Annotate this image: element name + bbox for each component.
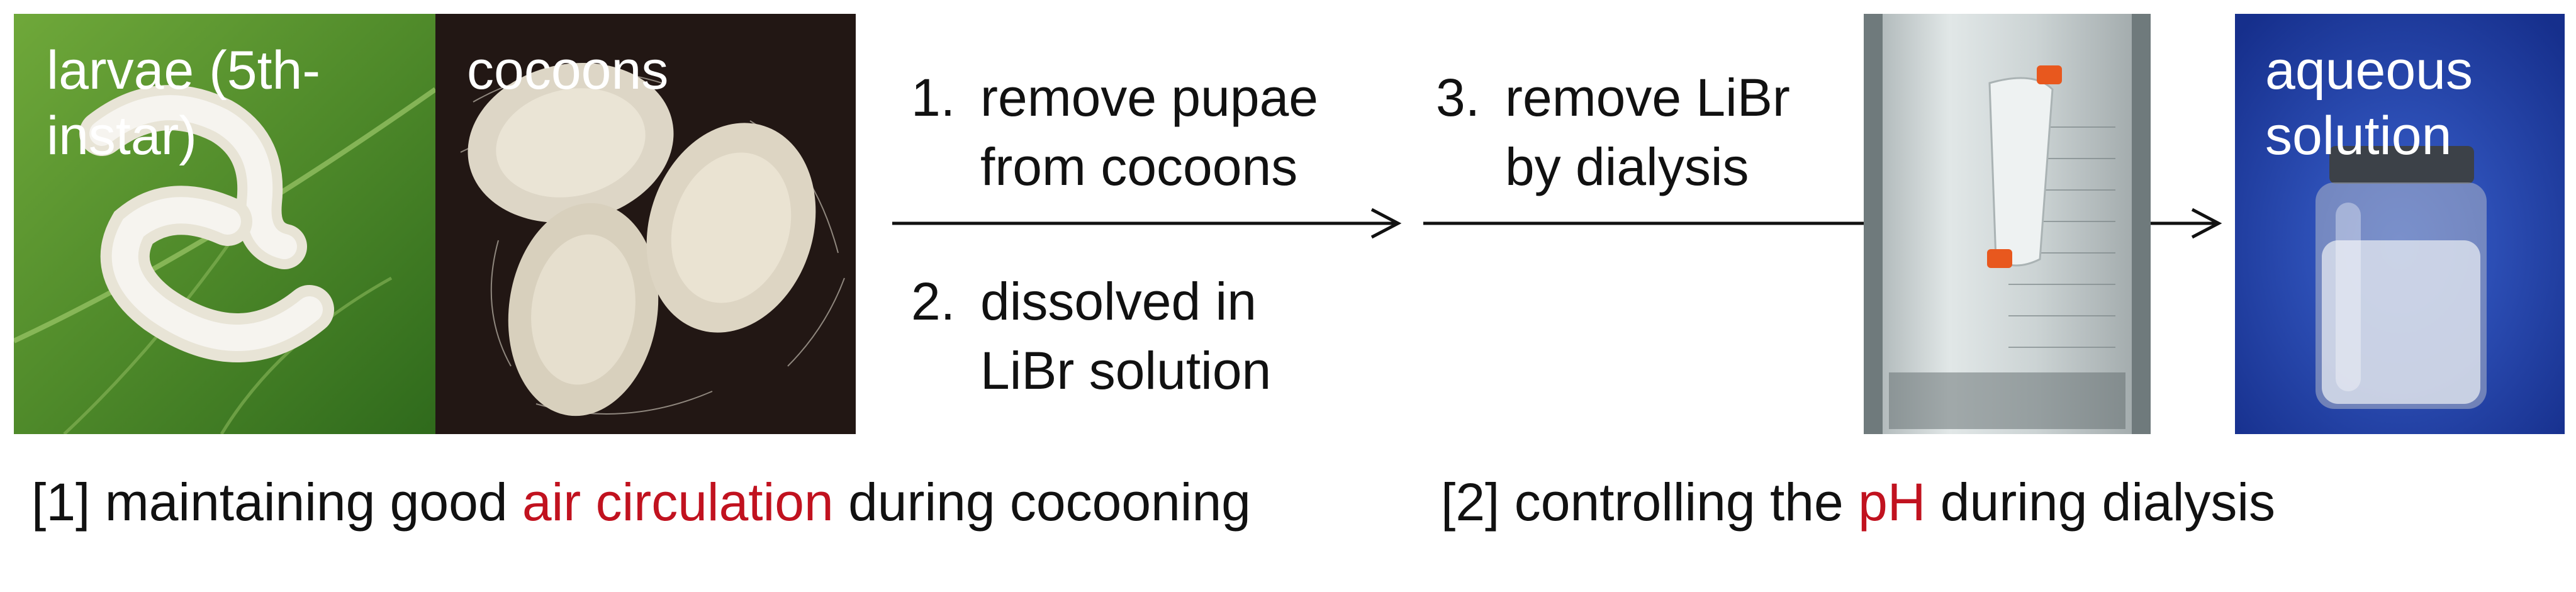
caption-right-suffix: during dialysis xyxy=(1925,472,2276,532)
step-1: 1. remove pupae from cocoons xyxy=(911,63,1318,201)
solution-label: aqueous solution xyxy=(2265,40,2473,166)
larvae-image xyxy=(14,14,435,434)
caption-right-prefix: [2] controlling the xyxy=(1441,472,1859,532)
step-2: 2. dissolved in LiBr solution xyxy=(911,267,1271,405)
larvae-label: larvae (5th- instar) xyxy=(47,40,320,166)
caption-left-prefix: [1] maintaining good xyxy=(31,472,522,532)
caption-left-highlight: air circulation xyxy=(522,472,834,532)
step-2-number: 2. xyxy=(911,272,956,331)
cocoons-label: cocoons xyxy=(467,40,669,101)
caption-ph-control: [2] controlling the pH during dialysis xyxy=(1441,471,2275,533)
caption-air-circulation: [1] maintaining good air circulation dur… xyxy=(31,471,1251,533)
caption-left-suffix: during cocooning xyxy=(833,472,1251,532)
arrow-to-solution xyxy=(2151,208,2222,239)
larvae-photo: larvae (5th- instar) xyxy=(14,14,435,434)
step-3-number: 3. xyxy=(1436,68,1481,127)
step-1-number: 1. xyxy=(911,68,956,127)
dialysis-photo xyxy=(1864,14,2151,434)
solution-image xyxy=(2235,14,2565,434)
step-3-text: remove LiBr by dialysis xyxy=(1505,68,1790,196)
solution-photo: aqueous solution xyxy=(2235,14,2565,434)
caption-right-highlight: pH xyxy=(1858,472,1926,532)
step-1-text: remove pupae from cocoons xyxy=(980,68,1319,196)
line-to-dialysis-photo xyxy=(1423,221,1864,225)
step-3: 3. remove LiBr by dialysis xyxy=(1436,63,1790,201)
arrow-to-dialysis xyxy=(892,208,1402,239)
step-2-text: dissolved in LiBr solution xyxy=(980,272,1272,400)
cocoons-image xyxy=(435,14,856,434)
cocoons-photo: cocoons xyxy=(435,14,856,434)
dialysis-image xyxy=(1864,14,2151,434)
